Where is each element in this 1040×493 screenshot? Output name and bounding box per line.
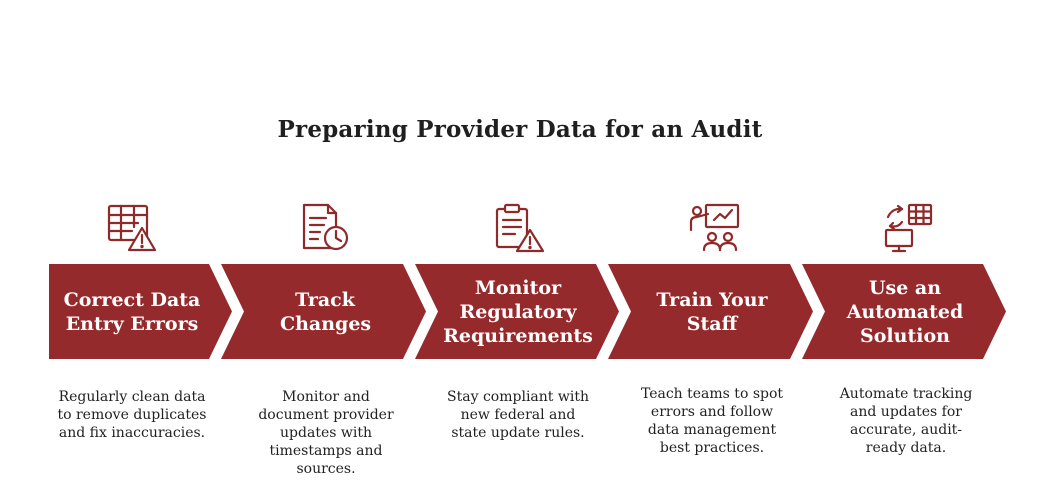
step-arrow-5 xyxy=(802,264,1006,359)
step-arrow-1 xyxy=(49,264,232,359)
step-label-1: Correct Data Entry Errors xyxy=(63,288,201,335)
presentation-team-icon xyxy=(686,200,742,256)
step-label-4: Train Your Staff xyxy=(656,288,768,335)
step-description-5: Automate tracking and updates for accura… xyxy=(839,386,973,456)
step-description-4: Teach teams to spot errors and follow da… xyxy=(640,386,784,456)
step-description-2: Monitor and document provider updates wi… xyxy=(258,389,394,477)
clipboard-warning-icon xyxy=(491,200,547,256)
step-label-5: Use an Automated Solution xyxy=(846,276,964,347)
step-description-3: Stay compliant with new federal and stat… xyxy=(447,389,589,441)
step-arrow-4 xyxy=(608,264,813,359)
diagram-title: Preparing Provider Data for an Audit xyxy=(277,116,763,143)
step-label-2: Track Changes xyxy=(280,288,372,335)
step-arrow-3 xyxy=(415,264,619,359)
document-clock-icon xyxy=(298,200,354,256)
step-label-3: Monitor Regulatory Requirements xyxy=(443,276,593,347)
step-arrow-2 xyxy=(221,264,426,359)
step-description-1: Regularly clean data to remove duplicate… xyxy=(57,389,207,441)
table-warning-icon xyxy=(104,200,160,256)
sync-computer-icon xyxy=(880,200,936,256)
